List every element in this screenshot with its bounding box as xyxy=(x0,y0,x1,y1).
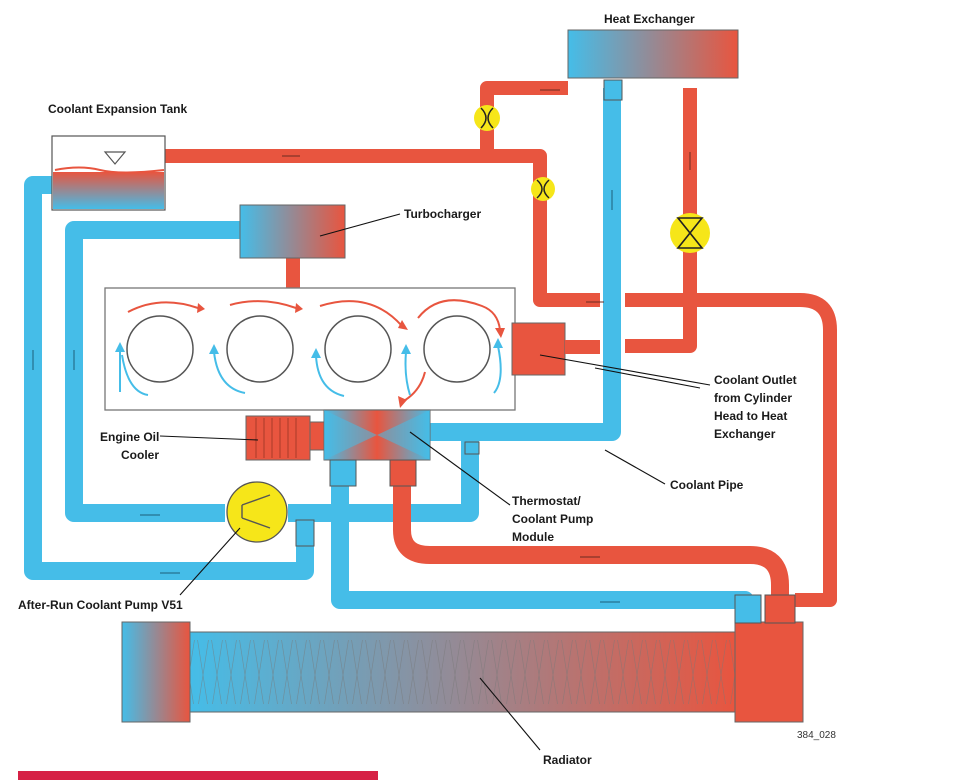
coolant-expansion-tank xyxy=(51,135,166,211)
figure-number: 384_028 xyxy=(797,730,836,741)
leader-radiator xyxy=(479,677,541,751)
after-run-coolant-pump xyxy=(226,481,288,543)
label-after-run-pump: After-Run Coolant Pump V51 xyxy=(18,598,183,612)
engine-block xyxy=(104,287,516,411)
leader-after-run-pump xyxy=(179,527,241,596)
check-valve xyxy=(670,213,710,253)
label-expansion-tank: Coolant Expansion Tank xyxy=(48,102,188,116)
leader-outlet-2 xyxy=(594,367,701,389)
heat-exchanger xyxy=(567,29,739,79)
heat-exchanger-port xyxy=(603,79,623,101)
restrictor-2 xyxy=(531,177,555,201)
cylinder-4 xyxy=(423,315,491,383)
cylinder-1 xyxy=(126,315,194,383)
pipe-tank-to-after-run-pump xyxy=(24,176,314,580)
leader-oil-cooler xyxy=(159,435,259,441)
coolant-outlet-housing xyxy=(511,322,566,376)
radiator xyxy=(121,594,804,723)
cylinder-2 xyxy=(226,315,294,383)
engine-oil-cooler xyxy=(245,415,327,461)
footer-accent-bar xyxy=(18,771,378,780)
label-oil-cooler-line2: Cooler xyxy=(121,448,160,462)
pipe-module-return-radiator xyxy=(393,485,789,618)
label-heat-exchanger: Heat Exchanger xyxy=(604,12,695,26)
after-run-pump-outlet-stub xyxy=(295,519,315,547)
leader-outlet xyxy=(539,354,711,386)
label-coolant-pipe: Coolant Pipe xyxy=(670,478,744,492)
pipe-head-to-radiator xyxy=(625,293,837,607)
cylinder-3 xyxy=(324,315,392,383)
label-outlet-line3: Head to Heat xyxy=(714,409,788,423)
label-thermostat-line2: Coolant Pump xyxy=(512,512,594,526)
label-radiator: Radiator xyxy=(543,753,592,767)
pipe-bleed-to-tank xyxy=(148,149,600,307)
label-outlet-line2: from Cylinder xyxy=(714,391,793,405)
label-turbocharger: Turbocharger xyxy=(404,207,482,221)
label-outlet-line4: Exchanger xyxy=(714,427,776,441)
label-outlet-line1: Coolant Outlet xyxy=(714,373,797,387)
label-thermostat-line3: Module xyxy=(512,530,554,544)
leader-turbocharger xyxy=(319,213,401,237)
pipe-turbo-return xyxy=(65,221,240,522)
leader-coolant-pipe xyxy=(604,449,666,485)
pipe-outlet-to-heat-exchanger xyxy=(625,88,697,353)
thermostat-coolant-pump-module xyxy=(323,409,480,487)
fill-level-marker-icon xyxy=(103,151,127,165)
label-oil-cooler-line1: Engine Oil xyxy=(100,430,160,444)
label-thermostat-line1: Thermostat/ xyxy=(512,494,581,508)
restrictor-1 xyxy=(474,105,500,131)
turbocharger xyxy=(239,204,346,259)
leader-thermostat xyxy=(409,431,511,506)
